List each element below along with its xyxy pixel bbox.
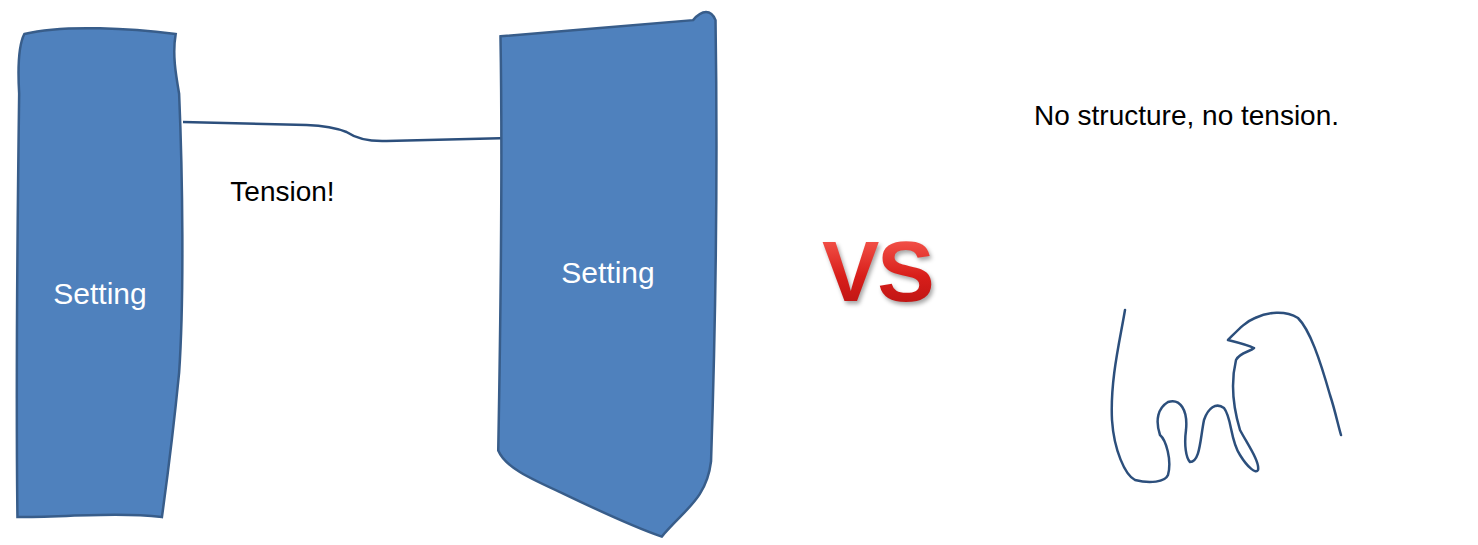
pillar-label: Setting [14, 277, 186, 311]
edge-label: Tension! [230, 176, 334, 208]
pillar-outline [14, 24, 186, 522]
tension-line [183, 122, 510, 141]
setting-pillar: Setting [14, 24, 186, 522]
note-text: No structure, no tension. [1034, 100, 1339, 132]
versus-mark: VS [822, 222, 933, 321]
setting-pillar: Setting [496, 4, 720, 542]
pillar-label: Setting [496, 256, 720, 290]
scribble [1112, 310, 1341, 482]
pillar-shape [17, 28, 183, 517]
